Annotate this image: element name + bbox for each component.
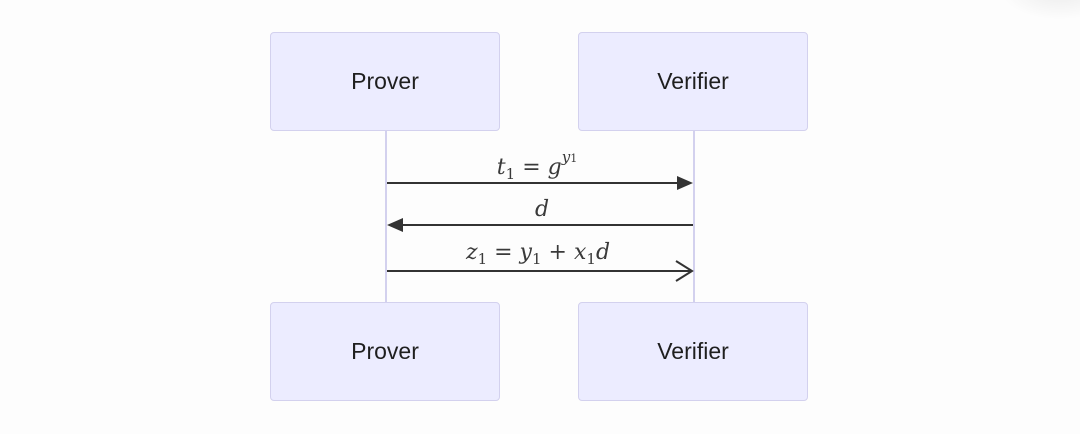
message-3-y-subscript: 1 — [531, 250, 542, 268]
message-3-z-subscript: 1 — [477, 250, 488, 268]
verifier-actor-top: Verifier — [578, 32, 808, 131]
message-1-arrowhead — [677, 176, 693, 190]
prover-actor-top: Prover — [270, 32, 500, 131]
message-1-equals: = — [522, 155, 541, 180]
message-3-equals: = — [494, 240, 513, 265]
prover-actor-bottom: Prover — [270, 302, 500, 401]
message-2-d: d — [534, 197, 550, 222]
message-3-x-subscript: 1 — [586, 250, 596, 268]
message-2-label: d — [535, 199, 549, 221]
message-1-y: y — [561, 148, 571, 166]
message-3-y: y — [519, 240, 532, 265]
message-1-t: t — [496, 155, 506, 180]
message-3-z: z — [465, 240, 478, 265]
message-2-arrowhead — [387, 218, 403, 232]
verifier-actor-bottom: Verifier — [578, 302, 808, 401]
message-3-x: x — [573, 240, 587, 265]
message-1-label: t1 = gy1 — [497, 150, 577, 182]
prover-label: Prover — [351, 68, 419, 94]
prover-label: Prover — [351, 338, 419, 364]
message-3-plus: + — [548, 240, 567, 265]
message-1-t-subscript: 1 — [505, 165, 516, 183]
message-1-exponent: y1 — [562, 148, 577, 166]
verifier-label: Verifier — [657, 338, 729, 364]
message-3-arrowhead — [675, 260, 694, 282]
message-1-y-subscript: 1 — [570, 152, 578, 165]
verifier-label: Verifier — [657, 68, 729, 94]
message-3-d: d — [595, 240, 611, 265]
message-1-g: g — [547, 155, 562, 180]
message-3-label: z1 = y1 + x1d — [466, 242, 610, 267]
